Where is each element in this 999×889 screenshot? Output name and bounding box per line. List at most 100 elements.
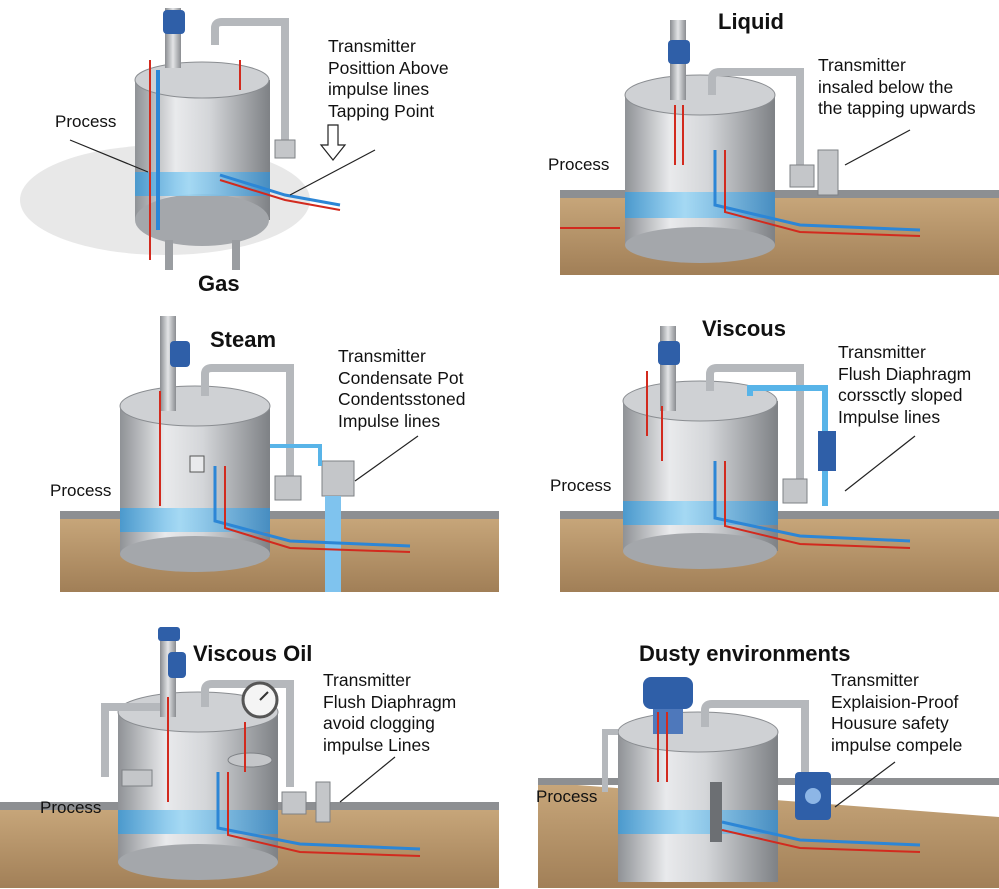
description-line: Transmitter	[831, 670, 919, 690]
process-label: Process	[536, 787, 598, 806]
panel-dusty: Dusty environments Process Transmitter E…	[500, 592, 999, 888]
transmitter-body-icon	[315, 781, 331, 823]
blue-line	[713, 150, 921, 232]
impulse-line	[201, 364, 294, 481]
red-line	[721, 829, 921, 853]
riser-pipe	[660, 326, 676, 411]
impulse-line	[701, 700, 809, 777]
explosion-proof-housing-icon	[643, 677, 693, 709]
process-label: Process	[55, 112, 117, 131]
blue-line	[721, 820, 921, 847]
description-line: Explaision-Proof	[831, 691, 959, 712]
transmitter-head-icon	[158, 627, 180, 641]
description-line: Transmitter	[838, 342, 926, 362]
process-leader	[69, 139, 149, 173]
tank-body	[618, 732, 778, 882]
description-line: avoid clogging	[323, 713, 435, 733]
red-line	[724, 150, 921, 237]
panel-steam: Steam Process Transmitter Condensate Pot…	[0, 296, 499, 592]
tank-top	[134, 61, 270, 99]
panel-title: Gas	[198, 271, 240, 296]
impulse-line	[201, 680, 294, 787]
tank-leg	[232, 240, 240, 270]
panel-title: Steam	[210, 327, 277, 352]
description-line: Condensate Pot	[338, 367, 464, 388]
callout-leader	[289, 149, 376, 196]
callout-leader	[354, 435, 419, 482]
description-line: corssctly sloped	[838, 385, 963, 405]
red-line	[219, 179, 341, 211]
viscous-oil-diagram	[0, 627, 499, 888]
description-line: Flush Diaphragm	[838, 363, 972, 384]
callout-leader	[339, 756, 396, 803]
valve-icon	[782, 478, 808, 504]
description-line: Transmitter	[818, 55, 906, 75]
description-line: impulse Lines	[323, 734, 430, 755]
viscous-diagram	[560, 326, 999, 592]
tank-body	[118, 712, 278, 862]
valve-icon	[281, 791, 307, 815]
flange-icon	[121, 769, 153, 787]
description: Transmitter insaled below the the tappin…	[818, 55, 976, 120]
blue-line	[216, 772, 421, 851]
liquid-band	[623, 501, 778, 525]
tank-top	[117, 691, 279, 733]
description-line: Transmitter	[338, 346, 426, 366]
red-line	[227, 772, 421, 857]
process-label: Process	[40, 798, 102, 817]
description-line: the tapping upwards	[818, 98, 976, 118]
tank-bottom	[118, 844, 278, 880]
description: Transmitter Posittion Above impulse line…	[328, 36, 449, 122]
flush-diaphragm-icon	[818, 431, 836, 471]
description: Transmitter Flush Diaphragm corssctly sl…	[838, 342, 971, 428]
description-line: Impulse lines	[338, 410, 441, 431]
panel-gas: Gas Process Transmitter Posittion Above …	[0, 0, 499, 296]
description: Transmitter Explaision-Proof Housure saf…	[831, 670, 962, 756]
gauge-box-icon	[189, 455, 205, 473]
process-label: Process	[550, 476, 612, 495]
ground-edge	[560, 511, 999, 519]
tank-top	[624, 74, 776, 116]
description-line: Flush Diaphragm	[323, 691, 457, 712]
tank-body	[120, 406, 270, 556]
tank-leg	[165, 240, 173, 270]
description-line: Posittion Above	[328, 57, 449, 78]
tank-top	[617, 711, 779, 753]
tank-bottom	[120, 536, 270, 572]
tank-body	[625, 95, 775, 245]
condensate-pot-icon	[321, 460, 355, 497]
liquid-diagram	[560, 20, 999, 275]
blue-line	[219, 173, 341, 207]
impulse-line	[706, 364, 804, 481]
dusty-diagram	[538, 677, 999, 888]
valve-icon	[274, 475, 302, 501]
liquid-band	[118, 810, 278, 834]
panel-title: Liquid	[718, 9, 784, 34]
tank-bottom	[623, 533, 777, 569]
ground-edge	[560, 190, 999, 198]
description-line: Tapping Point	[328, 100, 435, 121]
description: Transmitter Flush Diaphragm avoid cloggi…	[323, 670, 456, 756]
gas-diagram	[20, 8, 376, 270]
blue-line	[713, 461, 911, 543]
panel-liquid: Liquid Process Transmitter insaled below…	[500, 0, 999, 296]
steam-diagram	[60, 316, 499, 592]
description-line: Transmitter	[328, 36, 416, 56]
red-line	[224, 466, 411, 553]
flush-diaphragm-icon	[227, 752, 273, 768]
impulse-line	[211, 18, 289, 150]
valve-icon	[789, 164, 815, 188]
transmitter-icon	[668, 40, 690, 64]
display-icon	[805, 788, 821, 804]
description-line: Condentsstoned	[338, 389, 466, 409]
description: Transmitter Condensate Pot Condentsstone…	[338, 346, 465, 432]
panel-viscous-oil: Viscous Oil Process Transmitter Flush Di…	[0, 592, 499, 888]
red-line	[724, 461, 911, 549]
description-line: Impulse lines	[838, 406, 941, 427]
tank-top	[119, 385, 271, 427]
description-line: Housure safety	[831, 713, 949, 733]
transmitter-body-icon	[817, 149, 839, 196]
gauge-needle	[259, 691, 269, 701]
panel-title: Viscous	[702, 316, 786, 341]
transmitter-icon	[658, 341, 680, 365]
